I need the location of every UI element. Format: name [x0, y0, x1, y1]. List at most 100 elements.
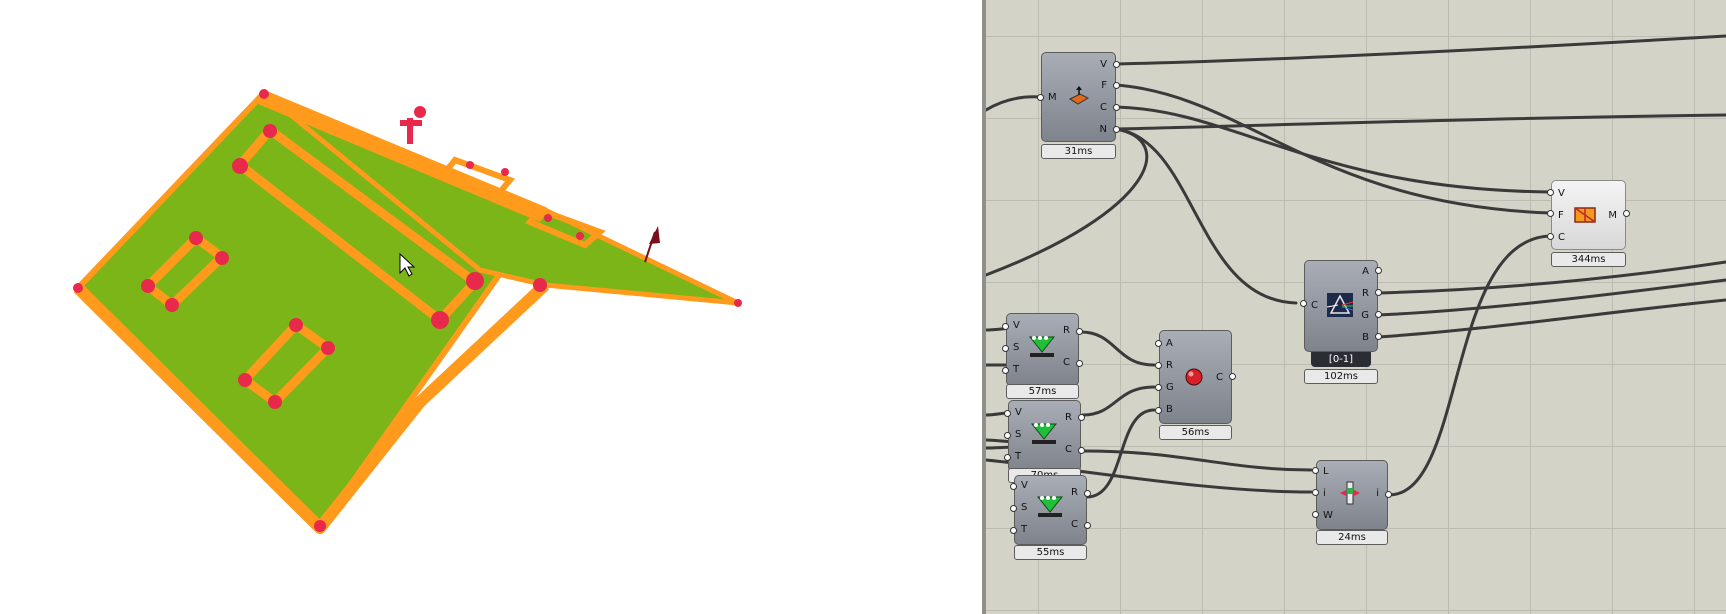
wire-N-out-b	[1114, 127, 1298, 305]
output-port-r: R	[1065, 412, 1072, 423]
output-port-b: B	[1362, 332, 1369, 343]
port-connector-dot[interactable]	[1547, 233, 1554, 240]
wire-grad3-to-rgb	[1085, 408, 1156, 499]
wire-C-out	[1114, 105, 1553, 194]
rhino-viewport[interactable]	[0, 0, 982, 614]
wire-grad2-to-rgb	[1081, 385, 1156, 417]
port-connector-dot[interactable]	[1375, 289, 1382, 296]
mouse-cursor-icon	[399, 252, 416, 277]
input-port-a: A	[1166, 338, 1173, 349]
wire-grad2-to-list	[1081, 449, 1313, 472]
input-port-t: T	[1021, 524, 1028, 535]
port-connector-dot[interactable]	[1113, 126, 1120, 133]
input-port-b: B	[1166, 404, 1173, 415]
deconstruct-mesh-component[interactable]: M V F C N	[1041, 52, 1116, 142]
gradient-component-1[interactable]: V S T R C	[1006, 313, 1079, 386]
timer-label: 344ms	[1551, 252, 1626, 267]
port-connector-dot[interactable]	[1155, 362, 1162, 369]
wire-V-out	[1114, 34, 1726, 66]
gradient-component-2[interactable]: V S T R C	[1008, 400, 1081, 472]
port-connector-dot[interactable]	[1229, 373, 1236, 380]
input-port-v: V	[1015, 407, 1022, 418]
output-port-r: R	[1071, 487, 1078, 498]
port-connector-dot[interactable]	[1113, 104, 1120, 111]
panel-divider[interactable]	[982, 0, 986, 614]
mesh-colour-icon	[1574, 207, 1596, 223]
input-port-g: G	[1166, 382, 1174, 393]
port-connector-dot[interactable]	[1312, 489, 1319, 496]
split-argb-component[interactable]: C A R G B	[1304, 260, 1378, 352]
range-badge: [0-1]	[1311, 352, 1371, 367]
wire-R-out	[1376, 260, 1726, 295]
port-connector-dot[interactable]	[1076, 328, 1083, 335]
wire-N-out-c	[986, 127, 1149, 277]
port-connector-dot[interactable]	[1010, 483, 1017, 490]
port-connector-dot[interactable]	[1002, 323, 1009, 330]
port-connector-dot[interactable]	[1312, 467, 1319, 474]
output-port-r: R	[1362, 288, 1369, 299]
mesh-explode-icon	[1068, 86, 1090, 105]
output-port-c: C	[1216, 372, 1223, 383]
output-port-c: C	[1065, 444, 1072, 455]
input-port-s: S	[1021, 502, 1028, 513]
port-connector-dot[interactable]	[1155, 340, 1162, 347]
gradient-icon	[1031, 423, 1057, 444]
wire-F-out	[1114, 83, 1553, 215]
timer-label: 102ms	[1304, 369, 1378, 384]
port-connector-dot[interactable]	[1010, 505, 1017, 512]
mesh-colours-component[interactable]: V F C M	[1551, 180, 1626, 250]
input-port-c: C	[1311, 300, 1318, 311]
port-connector-dot[interactable]	[1547, 210, 1554, 217]
port-connector-dot[interactable]	[1312, 511, 1319, 518]
port-connector-dot[interactable]	[1547, 189, 1554, 196]
output-port-a: A	[1362, 266, 1369, 277]
port-connector-dot[interactable]	[1004, 410, 1011, 417]
roof-mesh-preview	[73, 89, 742, 534]
input-port-t: T	[1013, 364, 1020, 375]
port-connector-dot[interactable]	[1037, 94, 1044, 101]
port-connector-dot[interactable]	[1078, 447, 1085, 454]
skylight-5	[525, 206, 606, 249]
output-port-m: M	[1608, 210, 1617, 221]
port-connector-dot[interactable]	[1385, 491, 1392, 498]
input-port-c: C	[1558, 232, 1565, 243]
port-connector-dot[interactable]	[1375, 311, 1382, 318]
port-connector-dot[interactable]	[1155, 407, 1162, 414]
wire-G-out	[1376, 278, 1726, 317]
prism-icon	[1327, 293, 1353, 317]
vertex-markers	[73, 89, 742, 532]
timer-label: 56ms	[1159, 425, 1232, 440]
port-connector-dot[interactable]	[1078, 414, 1085, 421]
gradient-component-3[interactable]: V S T R C	[1014, 475, 1087, 545]
port-connector-dot[interactable]	[1084, 490, 1091, 497]
port-connector-dot[interactable]	[1002, 345, 1009, 352]
port-connector-dot[interactable]	[1155, 384, 1162, 391]
wire-mesh-in	[986, 95, 1043, 112]
port-connector-dot[interactable]	[1113, 82, 1120, 89]
input-port-t: T	[1015, 451, 1022, 462]
output-port-n: N	[1099, 124, 1107, 135]
wire-B-out	[1376, 298, 1726, 339]
port-connector-dot[interactable]	[1010, 527, 1017, 534]
port-connector-dot[interactable]	[1084, 522, 1091, 529]
port-connector-dot[interactable]	[1113, 61, 1120, 68]
port-connector-dot[interactable]	[1004, 454, 1011, 461]
port-connector-dot[interactable]	[1300, 300, 1307, 307]
port-connector-dot[interactable]	[1375, 333, 1382, 340]
input-port-s: S	[1013, 342, 1020, 353]
timer-label: 57ms	[1006, 384, 1079, 399]
output-port-r: R	[1063, 325, 1070, 336]
list-item-component[interactable]: L i W i	[1316, 460, 1388, 530]
port-connector-dot[interactable]	[1076, 360, 1083, 367]
input-port-v: V	[1013, 320, 1020, 331]
port-connector-dot[interactable]	[1002, 367, 1009, 374]
input-port-m: M	[1048, 92, 1057, 103]
port-connector-dot[interactable]	[1623, 210, 1630, 217]
output-port-g: G	[1361, 310, 1369, 321]
input-port-v: V	[1558, 188, 1565, 199]
input-port-l: L	[1323, 466, 1329, 477]
port-connector-dot[interactable]	[1375, 267, 1382, 274]
grasshopper-canvas[interactable]: M V F C N 31ms V F C M 344ms C A R G	[986, 0, 1726, 614]
colour-rgb-component[interactable]: A R G B C	[1159, 330, 1232, 424]
port-connector-dot[interactable]	[1004, 432, 1011, 439]
